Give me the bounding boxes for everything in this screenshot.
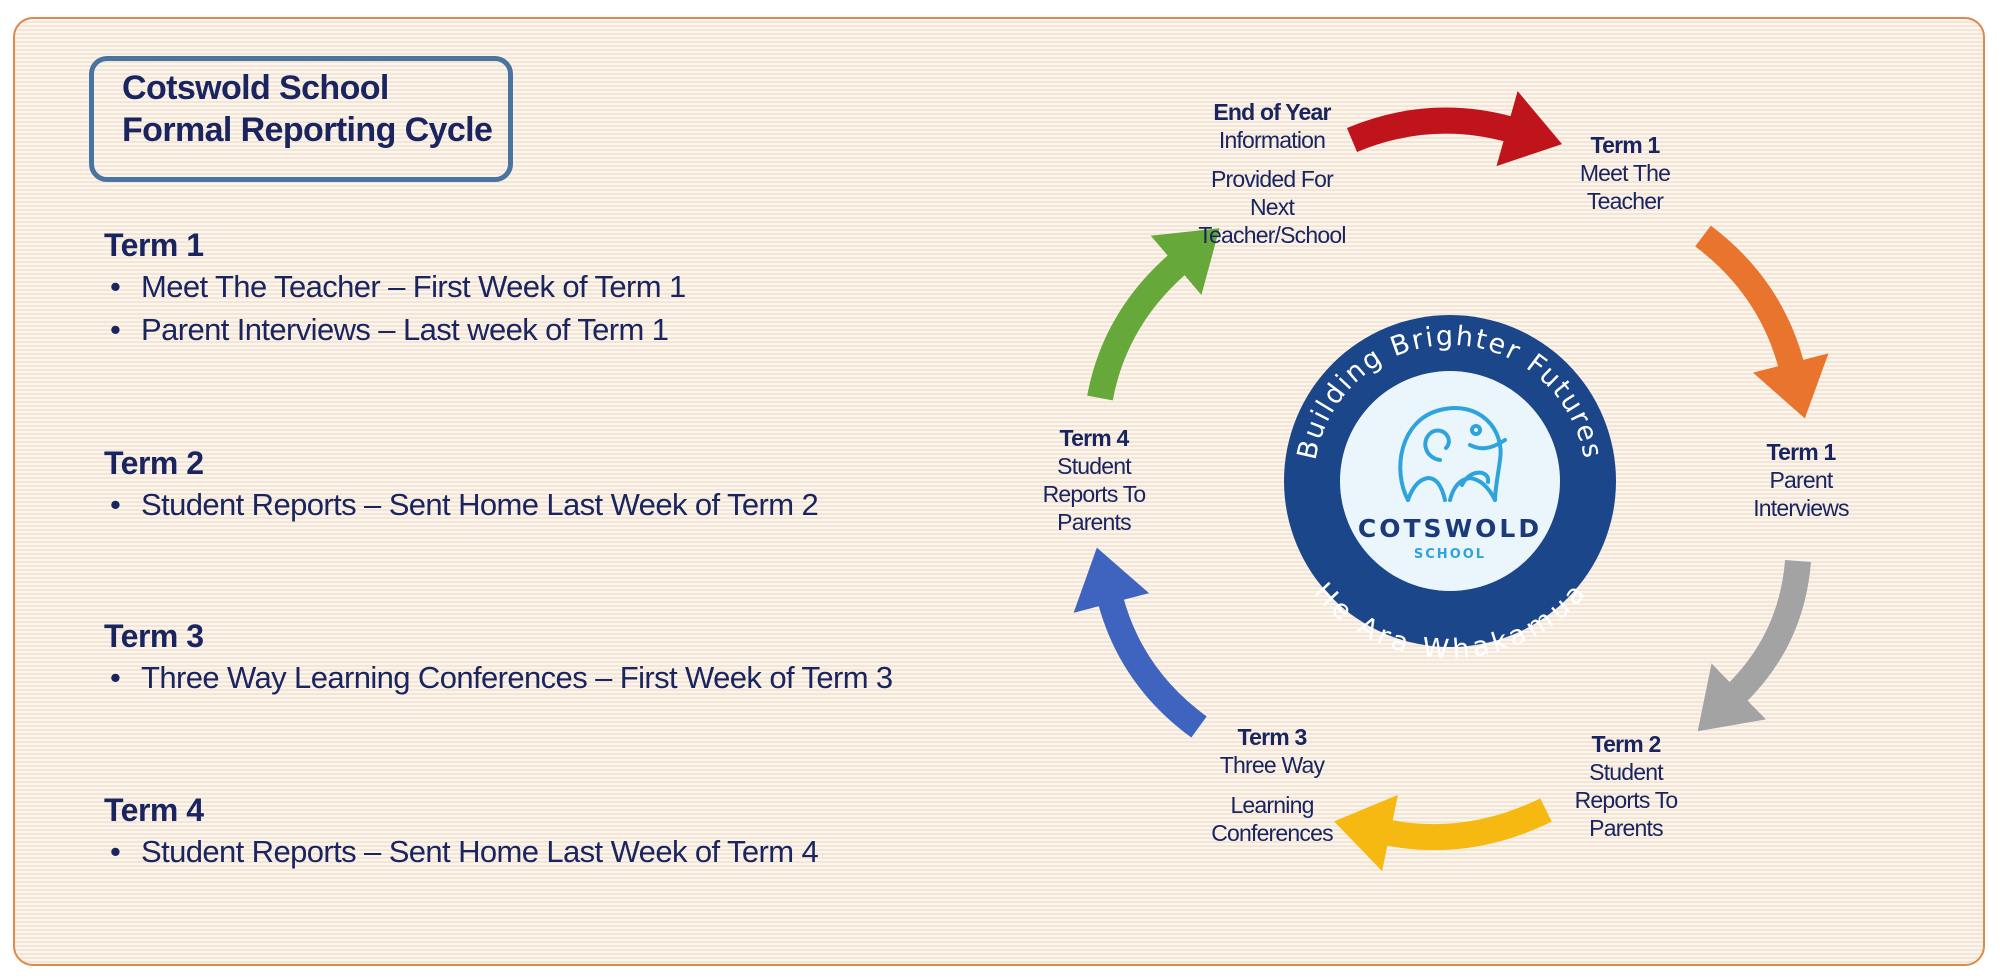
term-heading: Term 3: [104, 618, 204, 654]
elephant-icon: [1398, 406, 1507, 502]
label-title: Term 1: [1767, 439, 1837, 465]
label-end-of-year: End of Year Information Provided For Nex…: [1198, 99, 1346, 248]
label-line: Reports To: [1043, 481, 1146, 507]
diagram-panel: [13, 17, 1985, 966]
list-item-text: Student Reports – Sent Home Last Week of…: [141, 834, 819, 869]
list-item-text: Parent Interviews – Last week of Term 1: [141, 312, 669, 347]
bullet-icon: •: [110, 660, 121, 695]
label-line: Conferences: [1211, 820, 1333, 846]
label-term4: Term 4 Student Reports To Parents: [1043, 425, 1147, 535]
label-line: Meet The: [1580, 160, 1670, 186]
red-arrow: [1346, 91, 1563, 167]
label-line: Student: [1589, 759, 1664, 785]
list-item: • Three Way Learning Conferences – First …: [104, 656, 893, 699]
label-line: Reports To: [1575, 787, 1678, 813]
label-title: Term 1: [1591, 132, 1661, 158]
list-item: • Student Reports – Sent Home Last Week o…: [104, 830, 819, 873]
label-line: Student: [1057, 453, 1132, 479]
label-line: Parent: [1770, 467, 1834, 493]
list-item: • Student Reports – Sent Home Last Week o…: [104, 483, 819, 526]
label-line: Interviews: [1753, 495, 1849, 521]
label-term2: Term 2 Student Reports To Parents: [1575, 731, 1679, 841]
label-line: Parents: [1057, 509, 1131, 535]
label-line: Three Way: [1220, 752, 1326, 778]
title-line-2: Formal Reporting Cycle: [122, 111, 493, 149]
green-arrow: [1087, 228, 1220, 401]
label-term1-meet: Term 1 Meet The Teacher: [1580, 132, 1671, 214]
bullet-icon: •: [110, 834, 121, 869]
title-box: Cotswold School Formal Reporting Cycle: [89, 56, 513, 182]
cotswold-logo: Building Brighter Futures He Ara Whakamu…: [1284, 315, 1616, 666]
list-item: • Meet The Teacher – First Week of Term 1: [104, 265, 686, 308]
term-heading: Term 4: [104, 792, 204, 828]
list-item: • Parent Interviews – Last week of Term 1: [104, 308, 686, 351]
label-title: Term 3: [1238, 724, 1307, 750]
bullet-icon: •: [110, 269, 121, 304]
cycle-arrows: [1073, 91, 1829, 872]
label-line: Parents: [1589, 815, 1663, 841]
title-line-1: Cotswold School: [122, 69, 389, 107]
blue-arrow: [1073, 547, 1207, 738]
orange-arrow: [1695, 225, 1829, 419]
term-heading: Term 2: [104, 445, 204, 481]
label-term3: Term 3 Three Way Learning Conferences: [1211, 724, 1334, 846]
logo-inner: [1340, 371, 1560, 591]
list-item-text: Three Way Learning Conferences – First W…: [141, 660, 893, 695]
label-line: Teacher: [1587, 188, 1664, 214]
label-line: Next: [1250, 194, 1296, 220]
label-line: Learning: [1230, 792, 1313, 818]
label-title: End of Year: [1213, 99, 1331, 125]
term-2-section: Term 2 • Student Reports – Sent Home Last…: [104, 443, 819, 526]
bullet-icon: •: [110, 487, 121, 522]
label-line: Provided For: [1211, 166, 1334, 192]
list-item-text: Meet The Teacher – First Week of Term 1: [141, 269, 686, 304]
label-line: Teacher/School: [1198, 222, 1345, 248]
term-heading: Term 1: [104, 227, 204, 263]
term-4-section: Term 4 • Student Reports – Sent Home Last…: [104, 790, 819, 873]
bullet-icon: •: [110, 312, 121, 347]
label-term1-interviews: Term 1 Parent Interviews: [1753, 439, 1850, 521]
label-title: Term 2: [1592, 731, 1661, 757]
label-title: Term 4: [1060, 425, 1130, 451]
list-item-text: Student Reports – Sent Home Last Week of…: [141, 487, 819, 522]
logo-sub: SCHOOL: [1414, 547, 1486, 562]
logo-name: COTSWOLD: [1358, 514, 1542, 543]
gray-arrow: [1697, 559, 1811, 732]
yellow-arrow: [1334, 794, 1552, 872]
term-1-section: Term 1 • Meet The Teacher – First Week of…: [104, 225, 686, 351]
term-3-section: Term 3 • Three Way Learning Conferences –…: [104, 616, 893, 699]
label-line: Information: [1219, 127, 1325, 153]
